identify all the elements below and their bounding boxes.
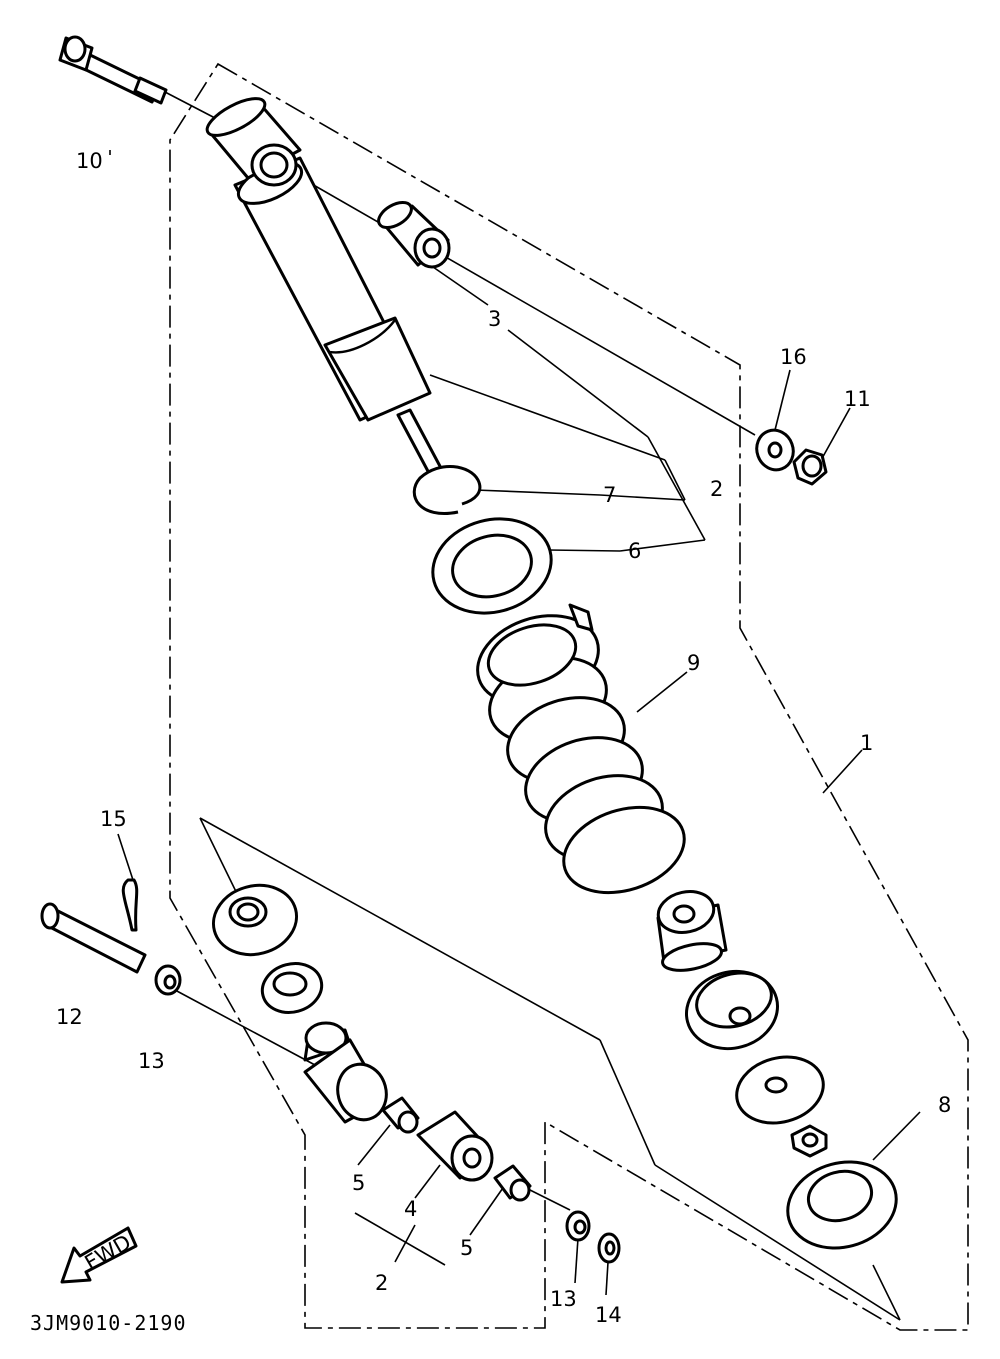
bolt-part-10 — [58, 35, 168, 105]
callout-15: 15 — [100, 807, 127, 831]
leader-lines — [109, 91, 921, 1321]
lower-eye-part — [303, 1021, 388, 1124]
callout-5: 5 — [460, 1236, 473, 1260]
callout-10: 10 — [76, 149, 103, 173]
lock-nut-small — [790, 1124, 828, 1158]
fwd-label: FWD — [81, 1230, 135, 1275]
callout-2: 2 — [710, 477, 723, 501]
callout-14: 14 — [595, 1303, 622, 1327]
circlip-part-7 — [412, 464, 482, 515]
callout-1: 1 — [860, 731, 873, 755]
callout-13: 13 — [138, 1049, 165, 1073]
washer-part-13-right — [565, 1210, 591, 1242]
forward-direction-arrow: FWD — [60, 1226, 138, 1284]
lower-seat-part-8 — [786, 1160, 898, 1250]
callout-3: 3 — [488, 307, 501, 331]
bump-stop-part — [656, 890, 728, 972]
spring-seat-part-6 — [431, 517, 553, 615]
cotter-pin-part-15 — [121, 878, 139, 932]
collar-part-5-upper — [381, 1096, 420, 1134]
pin-part-12 — [40, 902, 147, 974]
shock-upper-body — [205, 97, 456, 497]
callout-9: 9 — [687, 651, 700, 675]
washer-part-14 — [597, 1232, 621, 1264]
callout-12: 12 — [56, 1005, 83, 1029]
nut-part-11 — [792, 448, 828, 486]
callout-5: 5 — [352, 1171, 365, 1195]
coil-spring-part-9 — [476, 603, 686, 895]
callout-7: 7 — [603, 483, 616, 507]
callout-11: 11 — [844, 387, 871, 411]
collar-part-5-lower — [493, 1164, 532, 1202]
spring-lower-cup — [684, 969, 780, 1051]
callout-2: 2 — [375, 1271, 388, 1295]
callout-6: 6 — [628, 539, 641, 563]
drawing-code: 3JM9010-2190 — [30, 1311, 187, 1335]
washer-part-16 — [755, 428, 795, 472]
callout-8: 8 — [938, 1093, 951, 1117]
dust-cap-part — [211, 883, 299, 957]
washer-part-13-left — [154, 964, 182, 996]
washer-plate — [735, 1055, 825, 1125]
bushing-part-3 — [377, 201, 451, 269]
callout-16: 16 — [780, 345, 807, 369]
rubber-ring-part — [260, 962, 324, 1014]
callout-13: 13 — [550, 1287, 577, 1311]
callout-4: 4 — [404, 1197, 417, 1221]
assembly-boundary-line — [169, 62, 969, 1331]
bushing-part-4 — [416, 1110, 494, 1182]
